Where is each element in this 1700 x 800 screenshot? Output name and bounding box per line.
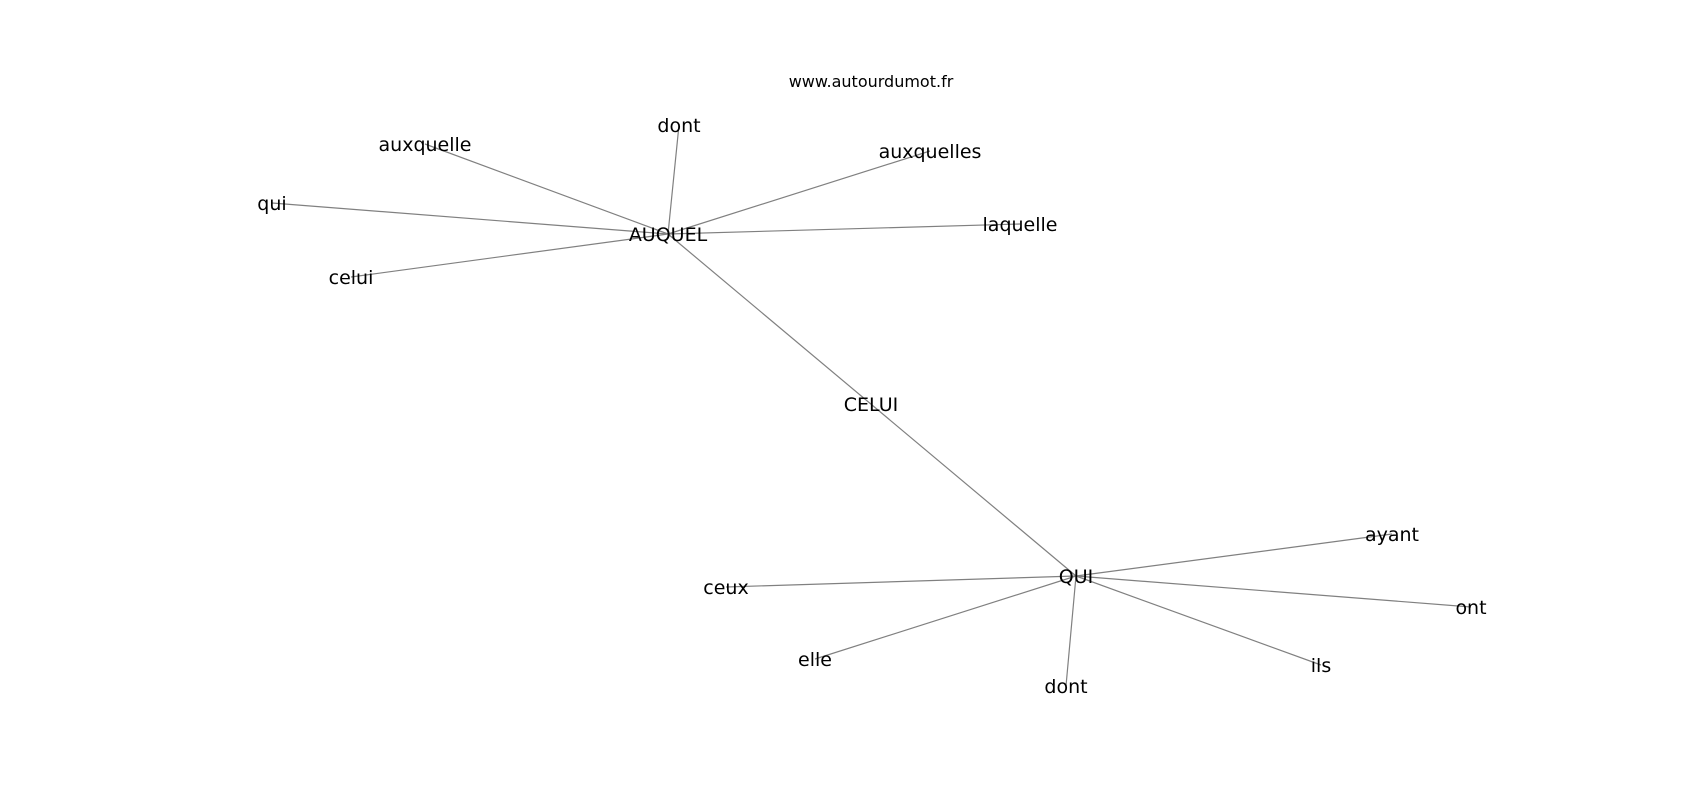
node-label-dont-bottom: dont: [1044, 676, 1087, 698]
edge-auquel-auxquelle: [424, 143, 669, 235]
edge-auquel-qui_leaf: [271, 202, 669, 235]
site-watermark: www.autourdumot.fr: [789, 72, 954, 91]
node-label-ont: ont: [1455, 597, 1486, 619]
edge-qui_hub-ils: [1075, 575, 1322, 666]
edge-qui_hub-dont_bottom: [1065, 575, 1077, 687]
graph-labels: www.autourdumot.fr CELUI AUQUEL QUI auxquel…: [257, 72, 1486, 698]
edge-auquel-celui_leaf: [350, 233, 669, 278]
node-label-qui-leaf: qui: [257, 193, 286, 215]
node-label-auxquelle: auxquelle: [379, 134, 472, 156]
node-label-ceux: ceux: [703, 577, 748, 599]
node-label-qui-hub: QUI: [1059, 566, 1093, 588]
edge-auquel-dont_top: [667, 124, 680, 235]
node-label-auquel: AUQUEL: [629, 224, 708, 246]
node-label-laquelle: laquelle: [983, 214, 1058, 236]
edge-auquel-qui_hub: [667, 233, 1077, 577]
graph-edges: [271, 124, 1472, 687]
node-label-elle: elle: [798, 649, 832, 671]
node-label-auxquelles: auxquelles: [879, 141, 982, 163]
edge-qui_hub-ceux: [725, 575, 1077, 588]
edge-auquel-auxquelles: [667, 150, 931, 235]
edge-qui_hub-ayant: [1075, 533, 1393, 577]
node-label-celui-leaf: celui: [329, 267, 374, 289]
edge-auquel-laquelle: [667, 223, 1021, 235]
node-label-ils: ils: [1311, 655, 1331, 677]
node-label-ayant: ayant: [1365, 524, 1419, 546]
edge-qui_hub-ont: [1075, 575, 1472, 608]
edge-qui_hub-elle: [814, 575, 1077, 660]
node-label-dont-top: dont: [657, 115, 700, 137]
node-label-celui-center: CELUI: [844, 394, 898, 416]
